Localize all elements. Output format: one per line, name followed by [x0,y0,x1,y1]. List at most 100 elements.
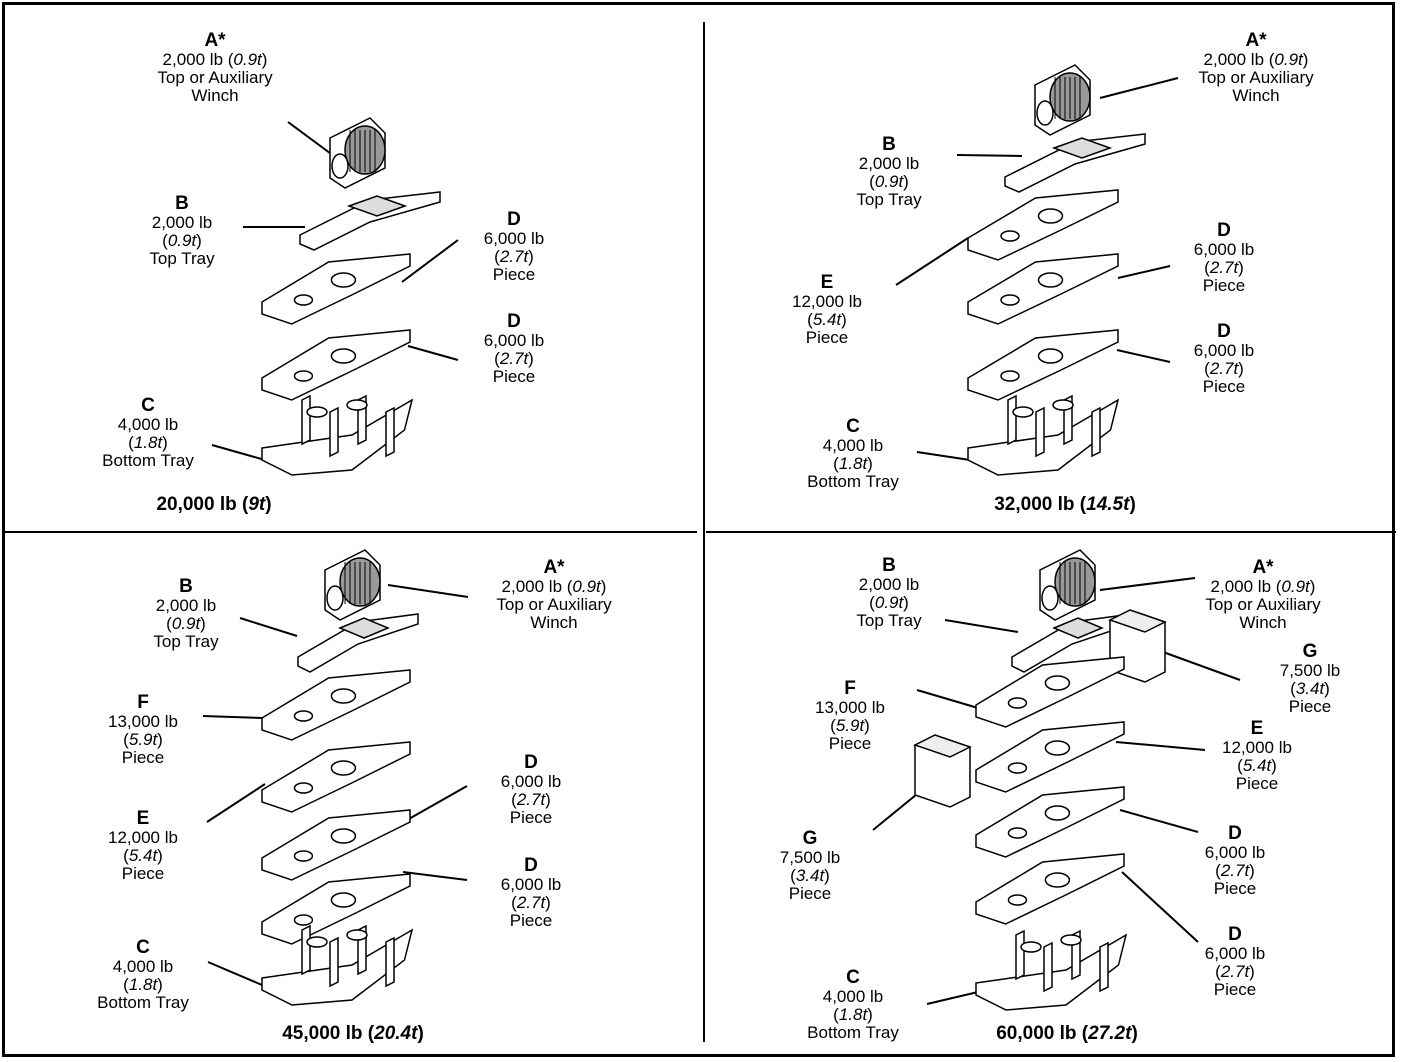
weight-line: 2,000 lb (0.9t) [1210,577,1316,596]
weight-lb: 6,000 lb [1193,240,1255,259]
part-letter: D [524,752,538,773]
leader-line [1119,809,1199,833]
total-weight-lb: 20,000 lb ( [156,494,249,515]
leader-line [1099,577,1196,591]
metric-weight: (2.7t) [494,349,534,368]
leader-line [1116,349,1171,363]
part-description: Piece [828,734,872,753]
weight-line: 2,000 lb (0.9t) [162,50,268,69]
part-letter: B [175,193,189,214]
plate-drawing [975,656,1125,728]
tray-post [329,406,339,458]
part-letter: D [1217,321,1231,342]
part-description: Top or Auxiliary [496,595,612,614]
post-cap [346,399,368,411]
plate-hole [1037,208,1064,224]
plate-slot [1007,827,1028,839]
tray-post [1091,406,1101,458]
tray-post [329,936,339,988]
leader-line [399,785,468,825]
metric-weight: 0.9t [1281,577,1310,596]
post-cap [306,406,328,418]
part-letter: A* [204,30,226,51]
plate-slot [1007,894,1028,906]
metric-weight: (5.4t) [1237,756,1277,775]
leader-line [1121,871,1199,943]
part-description: Piece [788,884,832,903]
part-letter: A* [1252,557,1274,578]
plate-hole [330,760,357,776]
plate-hole [1037,272,1064,288]
metric-weight: (0.9t) [869,172,909,191]
part-letter: D [1217,220,1231,241]
leader-line [916,451,971,461]
part-letter: C [141,395,155,416]
metric-weight: (0.9t) [162,231,202,250]
leader-line [1117,265,1171,279]
metric-weight: (2.7t) [1204,359,1244,378]
metric-weight: (2.7t) [511,893,551,912]
weight-lb: 7,500 lb [779,848,841,867]
weight-lb: 13,000 lb [108,712,178,731]
tray-post [1015,929,1025,981]
metric-weight: (1.8t) [123,975,163,994]
metric-weight: 0.9t [233,50,262,69]
part-letter: D [507,311,521,332]
horizontal-divider-left [4,531,697,533]
metric-weight: (5.4t) [123,846,163,865]
plate-slot [1000,230,1020,242]
total-weight-metric: 27.2t [1088,1023,1132,1044]
plate-drawing [261,669,411,741]
part-description: Bottom Tray [102,451,194,470]
tray-post [1099,941,1109,993]
winch-flange [326,585,344,611]
part-letter: C [136,937,150,958]
total-weight-lb: 60,000 lb ( [996,1023,1089,1044]
part-description: Top Tray [149,249,215,268]
plate-hole [330,348,357,364]
plate-hole [1044,740,1071,756]
metric-weight: (2.7t) [494,247,534,266]
weight-line: 2,000 lb (0.9t) [1203,50,1309,69]
weight-line: 2,000 lb (0.9t) [501,577,607,596]
weight-lb: 6,000 lb [500,772,562,791]
metric-weight: (3.4t) [1290,679,1330,698]
plate-slot [1007,697,1028,709]
leader-line [206,783,266,823]
part-description: Top or Auxiliary [1205,595,1321,614]
leader-line [211,444,266,461]
part-description: Piece [1213,980,1257,999]
plate-hole [330,272,357,288]
part-description: Piece [1288,697,1332,716]
weight-lb: 6,000 lb [500,875,562,894]
metric-weight: (1.8t) [833,454,873,473]
leader-line [872,789,923,831]
leader-line [239,617,298,637]
plate-hole [330,688,357,704]
weight-lb: 4,000 lb [117,415,179,434]
part-description: Top Tray [856,190,922,209]
plate-slot [293,850,314,862]
weight-lb: 2,000 lb [151,213,213,232]
configuration-total-weight: 60,000 lb (27.2t) [996,1023,1138,1044]
metric-weight: (5.9t) [123,730,163,749]
part-letter: C [846,416,860,437]
post-cap [1012,406,1034,418]
part-description: Top Tray [153,632,219,651]
weight-lb: 2,000 lb [858,575,920,594]
total-weight-metric: 9t [248,494,266,515]
leader-line [407,345,459,361]
